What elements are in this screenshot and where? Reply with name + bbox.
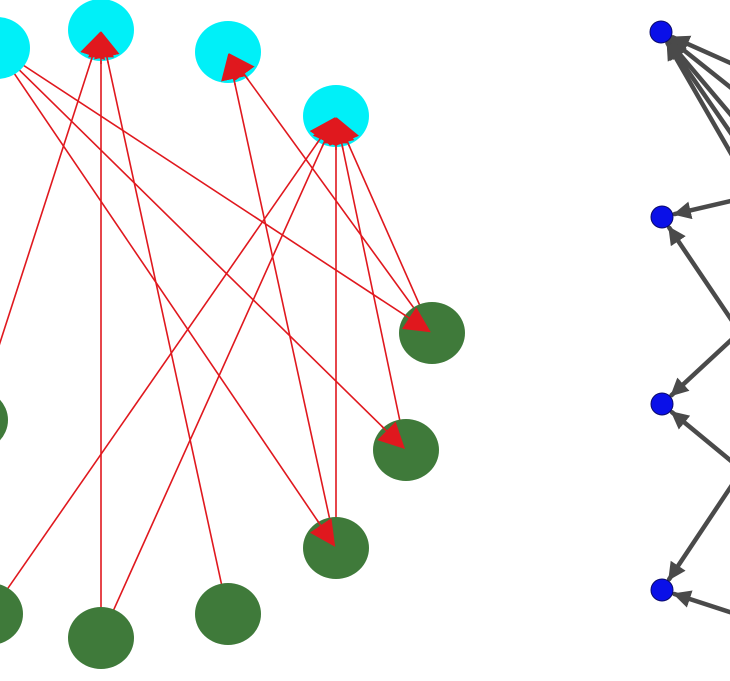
target-node-t2 [195,21,261,83]
edge-s5-t3 [0,117,336,602]
edge-s1-t3 [328,117,407,451]
right-node-r1 [650,205,674,229]
edge-r2-1 [669,410,730,464]
edge-head-t0-s2 [309,518,336,547]
right-node-r3 [650,578,674,602]
edge-r1-0 [672,198,730,220]
edge-s0-t2 [228,53,433,334]
target-node-t0 [0,17,30,79]
edge-head-s2-t2 [221,53,247,86]
edge-s6-t1 [0,31,105,346]
edge-head-s3-t1 [94,31,120,64]
right-node-r2 [650,392,674,416]
right-graph-nodes [649,20,674,602]
edge-r0-1 [666,40,730,136]
left-graph-nodes [0,0,465,669]
edge-t0-s0 [0,49,431,333]
edge-r0-4 [670,35,730,66]
edge-t0-s2 [0,50,336,547]
edge-s0-t3 [335,117,433,334]
edge-r0-2 [665,41,730,157]
source-node-s4 [68,607,134,669]
source-node-s3 [195,583,261,645]
left-graph-edges [0,31,433,639]
edge-r2-0 [669,338,730,398]
edge-head-t0-s1 [377,421,406,450]
right-node-r0 [649,20,673,44]
source-node-s5 [0,584,23,644]
edge-head-t0-s0 [401,307,431,333]
edge-r1-1 [667,225,730,322]
edge-r3-1 [672,590,730,615]
source-node-s0 [399,302,465,364]
edge-s4-t3 [100,117,337,639]
source-node-s2 [303,517,369,579]
edge-s2-t2 [221,53,337,549]
edge-s3-t1 [94,31,229,615]
source-node-s6 [0,399,8,441]
